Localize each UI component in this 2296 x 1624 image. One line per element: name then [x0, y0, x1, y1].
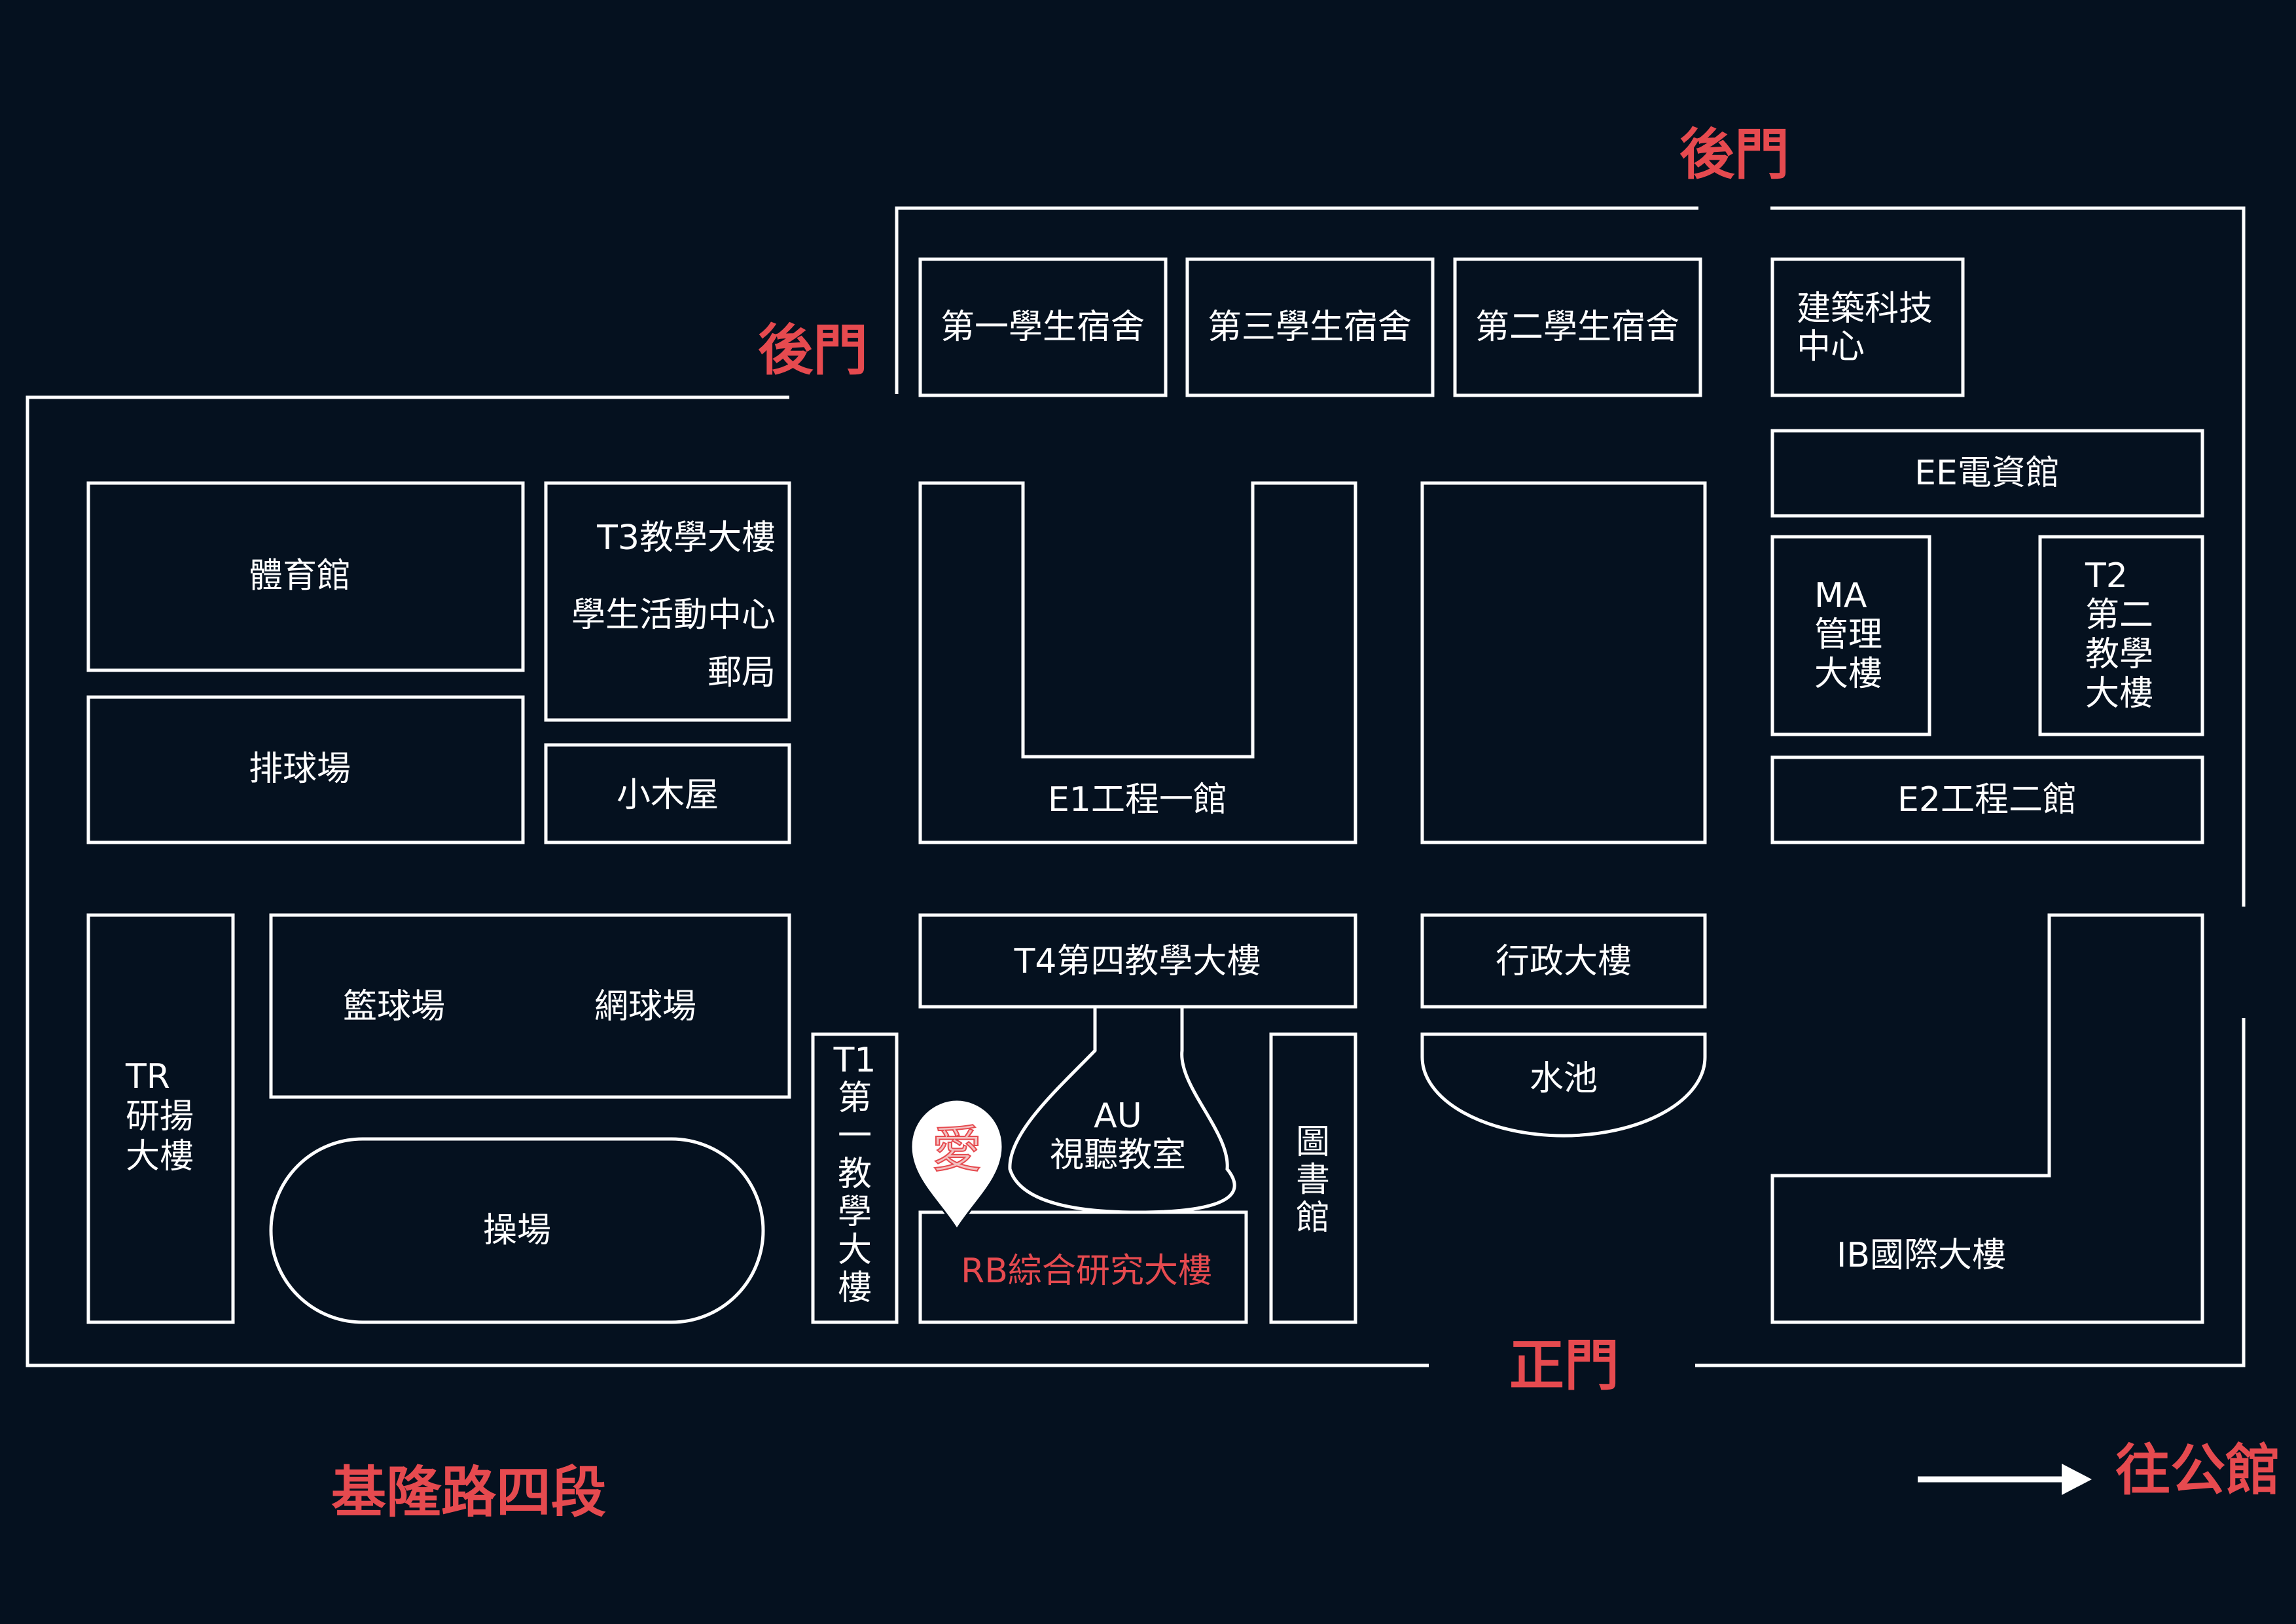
svg-text:第一學生宿舍: 第一學生宿舍 [941, 308, 1145, 347]
location-pin-icon[interactable]: 愛 [910, 1098, 1004, 1231]
back-gate-left-label: 後門 [758, 318, 868, 382]
building-ee[interactable]: EE電資館 [1770, 429, 2204, 518]
unlabeled-building [1420, 481, 1707, 844]
back-gate-top-label: 後門 [1679, 122, 1789, 187]
building-dorm2[interactable]: 第二學生宿舍 [1453, 257, 1702, 397]
road-label: 基隆路四段 [331, 1460, 606, 1525]
svg-text:第: 第 [838, 1079, 872, 1118]
basketball-tennis-courts[interactable]: 籃球場 網球場 [269, 913, 791, 1099]
svg-text:第三學生宿舍: 第三學生宿舍 [1208, 308, 1412, 347]
building-admin[interactable]: 行政大樓 [1420, 913, 1707, 1009]
tennis-court: 網球場 [594, 987, 696, 1026]
svg-text:T4第四教學大樓: T4第四教學大樓 [1014, 942, 1261, 981]
building-t2[interactable]: T2 第二 教學 大樓 [2038, 535, 2204, 736]
svg-text:第二: 第二 [2085, 596, 2153, 635]
building-t1[interactable]: T1 第 一 教 學 大 樓 [811, 1032, 899, 1324]
svg-text:教學: 教學 [2085, 635, 2153, 674]
svg-text:IB國際大樓: IB國際大樓 [1837, 1236, 2006, 1275]
building-ib[interactable]: IB國際大樓 [1770, 913, 2204, 1324]
building-e1[interactable]: E1工程一館 [918, 481, 1357, 844]
building-dorm3[interactable]: 第三學生宿舍 [1185, 257, 1435, 397]
svg-text:圖: 圖 [1296, 1123, 1330, 1162]
svg-text:郵局: 郵局 [708, 653, 776, 693]
svg-text:AU: AU [1094, 1096, 1142, 1136]
svg-text:小木屋: 小木屋 [617, 776, 719, 815]
sports-field[interactable]: 操場 [269, 1137, 765, 1324]
svg-text:學生活動中心: 學生活動中心 [571, 596, 776, 635]
svg-text:第二學生宿舍: 第二學生宿舍 [1475, 308, 1679, 347]
svg-text:RB綜合研究大樓: RB綜合研究大樓 [961, 1252, 1212, 1291]
building-au[interactable]: AU 視聽教室 [1008, 1007, 1236, 1214]
svg-text:E2工程二館: E2工程二館 [1897, 780, 2077, 820]
building-cabin[interactable]: 小木屋 [544, 743, 791, 844]
svg-text:T1: T1 [833, 1041, 876, 1080]
svg-text:館: 館 [1296, 1199, 1330, 1238]
marker-glyph: 愛 [932, 1121, 982, 1179]
svg-text:中心: 中心 [1797, 327, 1865, 367]
volleyball-court[interactable]: 排球場 [86, 695, 525, 844]
direction-arrow-icon [1918, 1464, 2092, 1495]
svg-text:一: 一 [838, 1117, 872, 1156]
svg-text:水池: 水池 [1530, 1059, 1598, 1098]
svg-text:樓: 樓 [838, 1269, 872, 1308]
svg-text:EE電資館: EE電資館 [1914, 454, 2060, 493]
building-e2[interactable]: E2工程二館 [1770, 755, 2204, 844]
basketball-court: 籃球場 [343, 987, 445, 1026]
svg-text:E1工程一館: E1工程一館 [1048, 780, 1227, 820]
svg-text:研揚: 研揚 [126, 1097, 194, 1136]
svg-text:視聽教室: 視聽教室 [1050, 1136, 1186, 1175]
building-ma[interactable]: MA 管理 大樓 [1770, 535, 1931, 736]
building-arch-tech-center[interactable]: 建築科技 中心 [1770, 257, 1965, 397]
svg-text:管理: 管理 [1814, 615, 1882, 655]
pond[interactable]: 水池 [1420, 1032, 1707, 1138]
svg-text:體育館: 體育館 [249, 556, 351, 596]
svg-text:書: 書 [1296, 1161, 1330, 1200]
svg-text:學: 學 [838, 1193, 872, 1232]
svg-text:建築科技: 建築科技 [1797, 289, 1933, 329]
svg-text:MA: MA [1814, 576, 1867, 615]
svg-text:TR: TR [125, 1057, 170, 1096]
svg-text:大樓: 大樓 [126, 1137, 194, 1176]
building-t4[interactable]: T4第四教學大樓 [918, 913, 1357, 1009]
campus-boundary [26, 206, 2246, 1367]
svg-text:大: 大 [838, 1231, 872, 1270]
svg-text:大樓: 大樓 [1814, 655, 1882, 694]
direction-label: 往公館 [2115, 1438, 2280, 1502]
main-gate-label: 正門 [1509, 1333, 1619, 1398]
svg-text:T3教學大樓: T3教學大樓 [596, 518, 776, 558]
building-gym[interactable]: 體育館 [86, 481, 525, 672]
building-t3[interactable]: T3教學大樓 學生活動中心 郵局 [544, 481, 791, 722]
svg-text:排球場: 排球場 [249, 749, 351, 789]
building-tr[interactable]: TR 研揚 大樓 [86, 913, 235, 1324]
building-dorm1[interactable]: 第一學生宿舍 [918, 257, 1168, 397]
building-rb[interactable]: RB綜合研究大樓 [918, 1210, 1248, 1324]
svg-text:T2: T2 [2085, 556, 2128, 596]
svg-text:操場: 操場 [483, 1211, 551, 1250]
svg-text:行政大樓: 行政大樓 [1496, 942, 1632, 981]
building-library[interactable]: 圖 書 館 [1269, 1032, 1357, 1324]
svg-text:大樓: 大樓 [2085, 674, 2153, 713]
svg-text:教: 教 [838, 1155, 872, 1194]
